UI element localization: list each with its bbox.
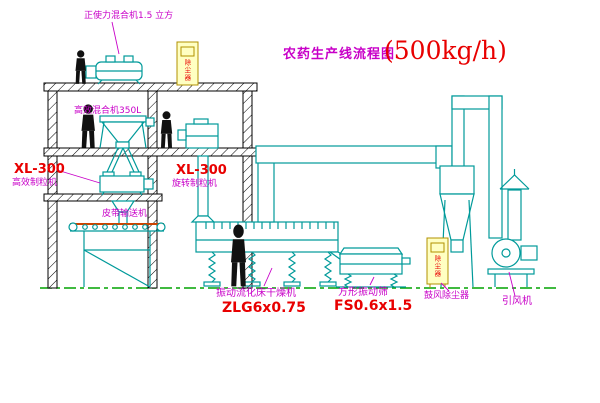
dust-cabinet-bottom [426,237,449,288]
exhaust-stack [499,169,530,241]
rotary-granulator [177,118,219,149]
diagram-capacity: (500kg/h) [384,36,507,65]
left-granulator [99,171,154,225]
label-second-mixer: 高效混合机350L [74,106,142,116]
worker-figure [75,50,86,84]
label-sieve-model: FS0.6x1.5 [334,298,413,314]
dust-cabinet-top [176,41,199,86]
exhaust-duct [255,145,453,223]
label-dryer-model: ZLG6x0.75 [222,300,306,316]
label-sieve-name: 方形振动筛 [338,287,388,298]
second-floor-mixer [99,115,155,149]
belt-conveyor [68,222,166,288]
label-mid-granulator-model: XL-300 [176,163,227,178]
label-leader-lines [56,21,516,297]
top-mixer [85,55,143,85]
vibrating-sieve [328,247,411,288]
label-belt-conveyor: 皮带输送机 [102,209,148,219]
label-left-granulator-name: 高效制粒机 [12,178,58,188]
cabinet-bottom-text: 除尘器 [432,255,441,278]
fluid-bed-dryer [195,221,339,287]
label-top-mixer: 正使力混合机1.5 立方 [84,11,174,21]
cabinet-top-text: 除尘器 [182,59,191,82]
label-induced-fan: 引风机 [502,296,532,307]
label-dryer-name: 振动流化床干燥机 [216,288,296,299]
worker-figure [160,111,173,149]
induced-draft-fan [487,238,538,287]
dryer-feed-pipe [190,155,216,223]
fan-inlet-pipe [451,95,503,239]
label-left-granulator-model: XL-300 [14,162,65,177]
label-dust-collector: 鼓风除尘器 [424,291,470,301]
y-discharge-chute [106,147,140,173]
diagram-title: 农药生产线流程图 [283,47,396,62]
label-mid-granulator-name: 旋转制粒机 [172,179,218,189]
